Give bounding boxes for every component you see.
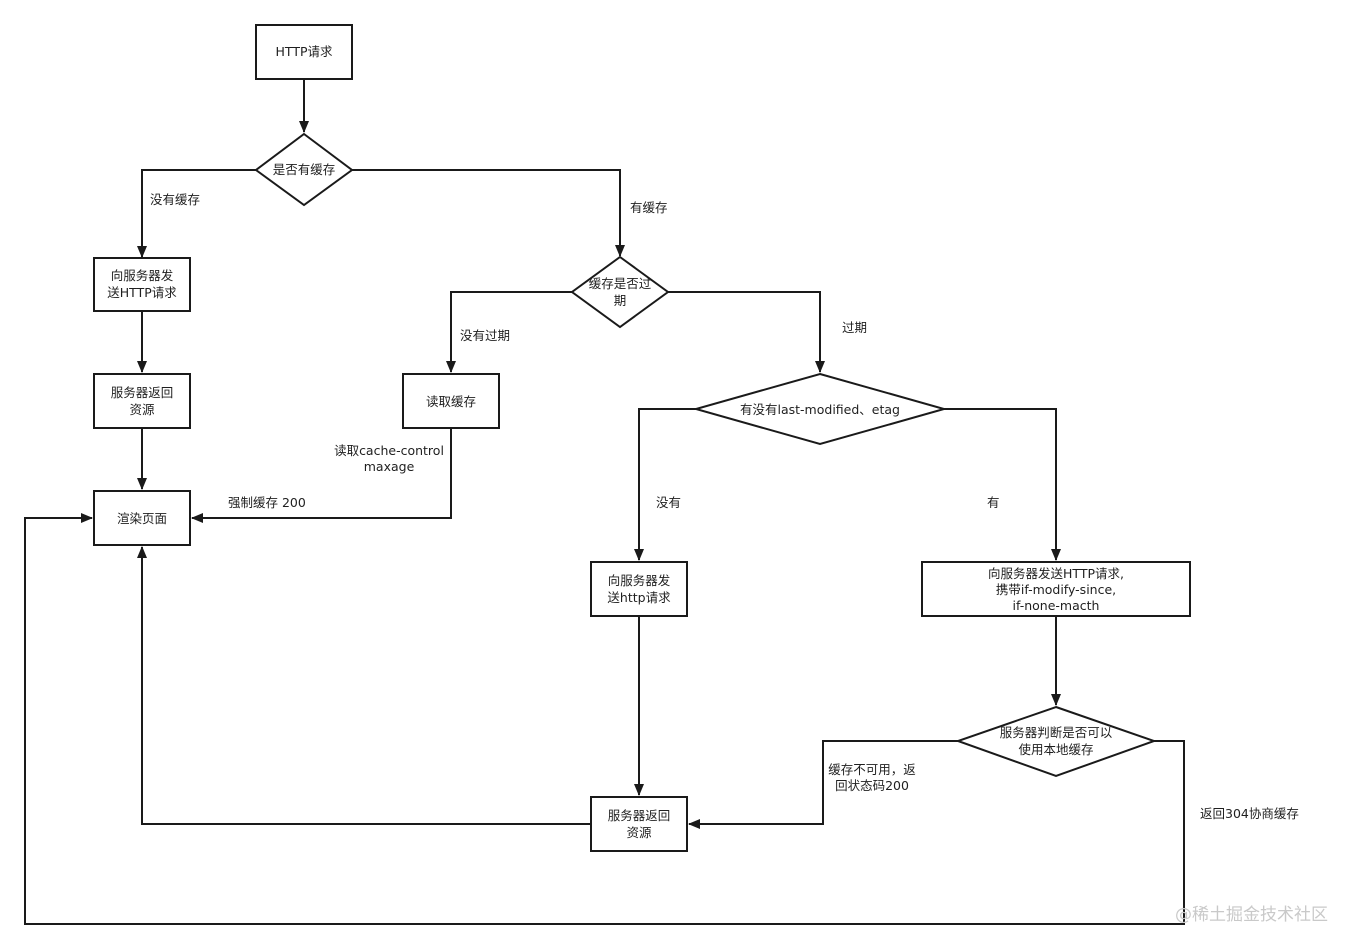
node-send-http-right-line-2: 携带if-modify-since, xyxy=(996,582,1116,597)
node-send-http-left: 向服务器发 送HTTP请求 xyxy=(93,257,191,312)
edge-label-none: 没有 xyxy=(656,495,681,510)
edge-return-bottom-to-render xyxy=(137,546,591,825)
node-read-cache-label: 读取缓存 xyxy=(426,394,476,409)
node-server-return-bottom-line-2: 资源 xyxy=(626,825,652,840)
edges xyxy=(24,80,1185,925)
edge-has-cache xyxy=(352,169,625,257)
node-has-lastmod-etag: 有没有last-modified、etag xyxy=(692,372,948,446)
node-server-return-left-line-2: 资源 xyxy=(129,402,155,417)
node-send-http-mid-line-2: 送http请求 xyxy=(607,590,671,605)
edge-read-cache-to-render xyxy=(191,428,452,523)
node-server-return-left-line-1: 服务器返回 xyxy=(111,385,174,400)
node-cache-expired: 缓存是否过 期 xyxy=(570,255,670,329)
node-server-judge: 服务器判断是否可以 使用本地缓存 xyxy=(954,705,1158,778)
edge-not-expired xyxy=(446,291,572,373)
node-http-request-label: HTTP请求 xyxy=(276,44,333,59)
node-send-http-right-line-3: if-none-macth xyxy=(1013,598,1100,613)
node-server-judge-line-2: 使用本地缓存 xyxy=(1018,742,1093,757)
node-send-http-mid-line-1: 向服务器发 xyxy=(608,573,671,588)
edge-no-cache xyxy=(137,169,256,258)
edge-label-return-304: 返回304协商缓存 xyxy=(1200,806,1299,821)
edge-label-cache-unavailable-line-1: 缓存不可用，返 xyxy=(828,762,916,777)
edge-label-strong-cache-200: 强制缓存 200 xyxy=(228,495,306,510)
edge-label-no-cache: 没有缓存 xyxy=(150,192,200,207)
watermark: @稀土掘金技术社区 xyxy=(1175,905,1328,925)
edge-expired xyxy=(668,291,825,373)
node-server-return-bottom: 服务器返回 资源 xyxy=(590,796,688,852)
edge-label-read-cache-control-line-2: maxage xyxy=(364,459,415,474)
edge-label-read-cache-control-line-1: 读取cache-control xyxy=(334,443,444,458)
node-has-cache-label: 是否有缓存 xyxy=(273,162,336,177)
edge-label-cache-unavailable-line-2: 回状态码200 xyxy=(835,778,909,793)
node-send-http-right-line-1: 向服务器发送HTTP请求, xyxy=(988,566,1124,581)
node-send-http-mid: 向服务器发 送http请求 xyxy=(590,561,688,617)
node-http-request: HTTP请求 xyxy=(255,24,353,80)
node-server-judge-line-1: 服务器判断是否可以 xyxy=(1000,725,1113,740)
edge-label-not-expired: 没有过期 xyxy=(460,328,510,343)
node-send-http-left-line-1: 向服务器发 xyxy=(111,268,174,283)
node-cache-expired-line-1: 缓存是否过 xyxy=(589,276,652,291)
node-has-cache: 是否有缓存 xyxy=(254,132,354,207)
node-server-return-left: 服务器返回 资源 xyxy=(93,373,191,429)
edge-have xyxy=(944,408,1061,561)
edge-label-expired: 过期 xyxy=(842,320,867,335)
node-render-page: 渲染页面 xyxy=(93,490,191,546)
edge-label-has-cache: 有缓存 xyxy=(630,200,668,215)
node-read-cache: 读取缓存 xyxy=(402,373,500,429)
edge-none xyxy=(634,408,696,561)
edge-labels: 没有缓存 有缓存 没有过期 过期 读取cache-control maxage … xyxy=(150,192,1299,821)
node-cache-expired-line-2: 期 xyxy=(614,293,627,308)
node-send-http-left-line-2: 送HTTP请求 xyxy=(107,285,177,300)
node-send-http-right: 向服务器发送HTTP请求, 携带if-modify-since, if-none… xyxy=(921,561,1191,617)
node-has-lastmod-etag-label: 有没有last-modified、etag xyxy=(740,402,900,417)
node-render-page-label: 渲染页面 xyxy=(117,511,167,526)
edge-label-have: 有 xyxy=(987,495,1000,510)
edge-return-304 xyxy=(24,513,1185,925)
edge-cache-unavailable xyxy=(688,740,958,829)
node-server-return-bottom-line-1: 服务器返回 xyxy=(608,808,671,823)
